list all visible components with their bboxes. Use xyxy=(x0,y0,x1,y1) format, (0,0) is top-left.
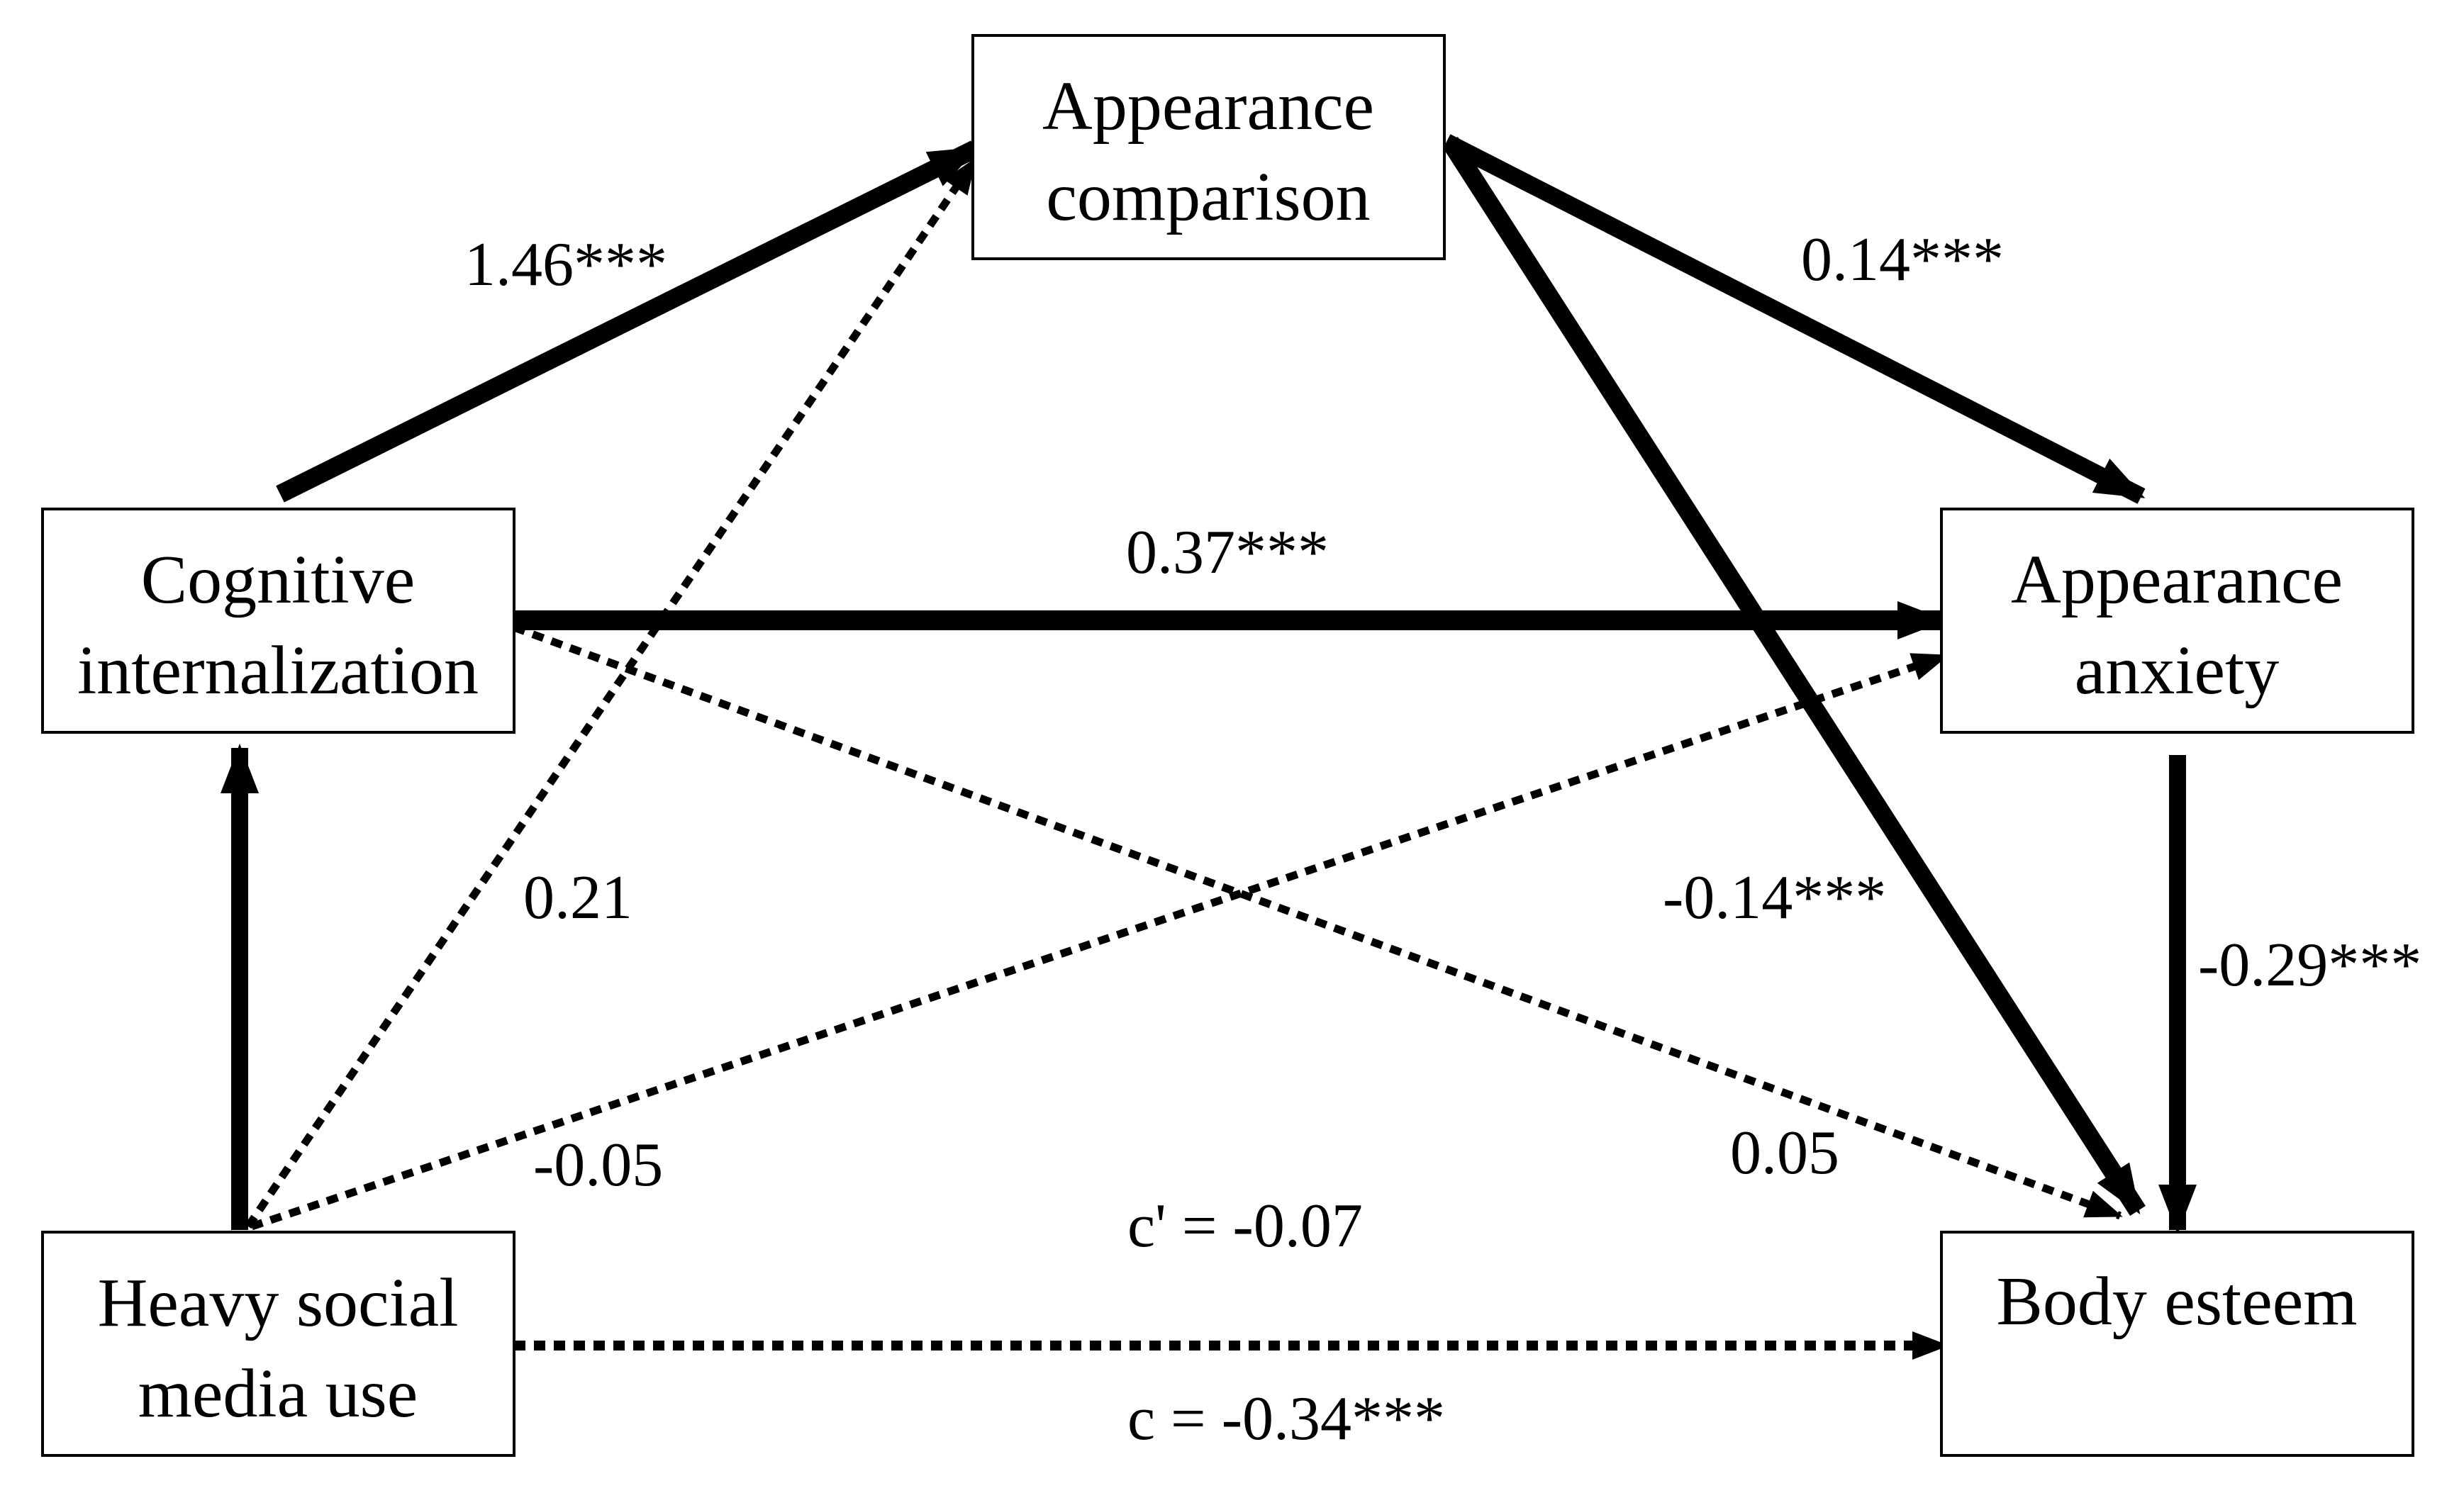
path-ci-to-be xyxy=(513,623,2123,1220)
node-label: Heavy social xyxy=(98,1265,459,1341)
node-label: internalization xyxy=(77,632,479,709)
coef-hsmu-to-ac: 0.21 xyxy=(523,863,632,932)
node-body-esteem: Body esteem xyxy=(1940,1231,2414,1457)
path-ac-to-be xyxy=(1442,136,2146,1217)
coef-ac-to-be: -0.14*** xyxy=(1663,863,1886,932)
coef-ac-to-aa: 0.14*** xyxy=(1801,225,2004,294)
path-hsmu-to-ac xyxy=(245,157,979,1229)
node-cognitive-internalization: Cognitive internalization xyxy=(41,508,515,734)
path-ci-to-ac xyxy=(276,140,979,503)
node-label: Cognitive xyxy=(141,542,416,618)
coef-ci-to-aa: 0.37*** xyxy=(1126,518,1329,587)
node-appearance-anxiety: Appearance anxiety xyxy=(1940,508,2414,734)
coef-ci-to-be: 0.05 xyxy=(1730,1119,1839,1187)
node-heavy-social-media-use: Heavy social media use xyxy=(41,1231,515,1457)
coef-total-effect: c = -0.34*** xyxy=(1127,1385,1445,1453)
coef-ci-to-ac: 1.46*** xyxy=(464,230,667,299)
node-label: comparison xyxy=(1046,159,1370,235)
node-label: media use xyxy=(138,1355,418,1432)
node-appearance-comparison: Appearance comparison xyxy=(971,34,1446,260)
coef-direct-effect: c' = -0.07 xyxy=(1127,1192,1363,1260)
coef-hsmu-to-aa: -0.05 xyxy=(533,1131,663,1200)
node-label: Body esteem xyxy=(1997,1263,2358,1340)
node-label: Appearance xyxy=(1042,68,1374,145)
path-ac-to-aa xyxy=(1442,134,2146,504)
coef-aa-to-be: -0.29*** xyxy=(2198,931,2421,1000)
node-label: anxiety xyxy=(2075,632,2279,709)
node-label: Appearance xyxy=(2011,542,2343,618)
path-hsmu-to-aa xyxy=(250,652,1949,1231)
